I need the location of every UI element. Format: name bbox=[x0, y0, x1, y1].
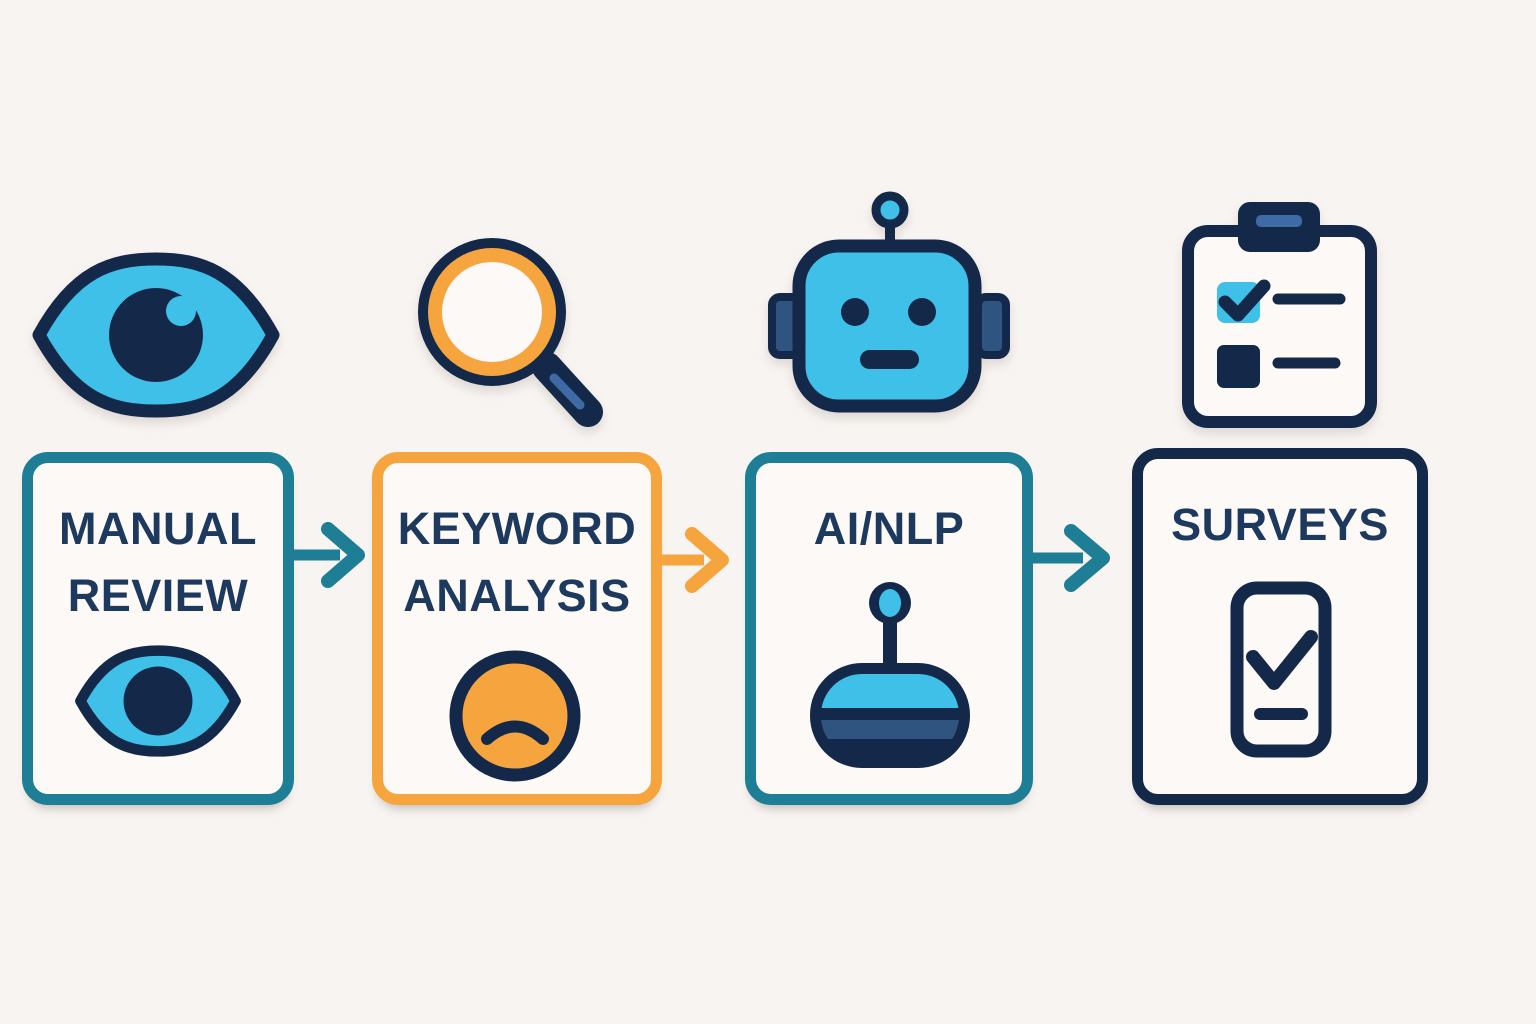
stage-label-line: REVIEW bbox=[67, 570, 249, 621]
stage-label-line: KEYWORD bbox=[397, 503, 637, 554]
stage-label-manual-review: MANUAL REVIEW bbox=[33, 495, 283, 629]
clipboard-checklist-icon bbox=[1182, 202, 1377, 428]
phone-checkmark-icon bbox=[1230, 581, 1332, 758]
stage-label-keyword-analysis: KEYWORD ANALYSIS bbox=[383, 495, 651, 629]
joystick-icon bbox=[810, 582, 970, 768]
magnifying-glass-icon bbox=[418, 238, 603, 427]
flow-arrow-icon bbox=[294, 522, 365, 588]
flow-arrow-icon bbox=[662, 527, 729, 593]
stage-box-manual-review: MANUAL REVIEW bbox=[22, 452, 294, 805]
stage-label-line: AI/NLP bbox=[813, 503, 965, 554]
stage-label-line: ANALYSIS bbox=[403, 570, 631, 621]
stage-box-surveys: SURVEYS bbox=[1132, 448, 1428, 805]
robot-icon bbox=[768, 191, 1010, 413]
stage-box-keyword-analysis: KEYWORD ANALYSIS bbox=[372, 452, 662, 805]
stage-box-ai-nlp: AI/NLP bbox=[745, 452, 1033, 805]
sad-face-icon bbox=[449, 650, 581, 782]
eye-icon bbox=[75, 645, 241, 757]
stage-label-line: MANUAL bbox=[59, 503, 257, 554]
stage-label-ai-nlp: AI/NLP bbox=[756, 495, 1022, 562]
flow-arrow-icon bbox=[1033, 524, 1110, 592]
stage-label-line: SURVEYS bbox=[1171, 499, 1389, 550]
eye-icon bbox=[32, 252, 280, 418]
stage-label-surveys: SURVEYS bbox=[1143, 491, 1417, 558]
